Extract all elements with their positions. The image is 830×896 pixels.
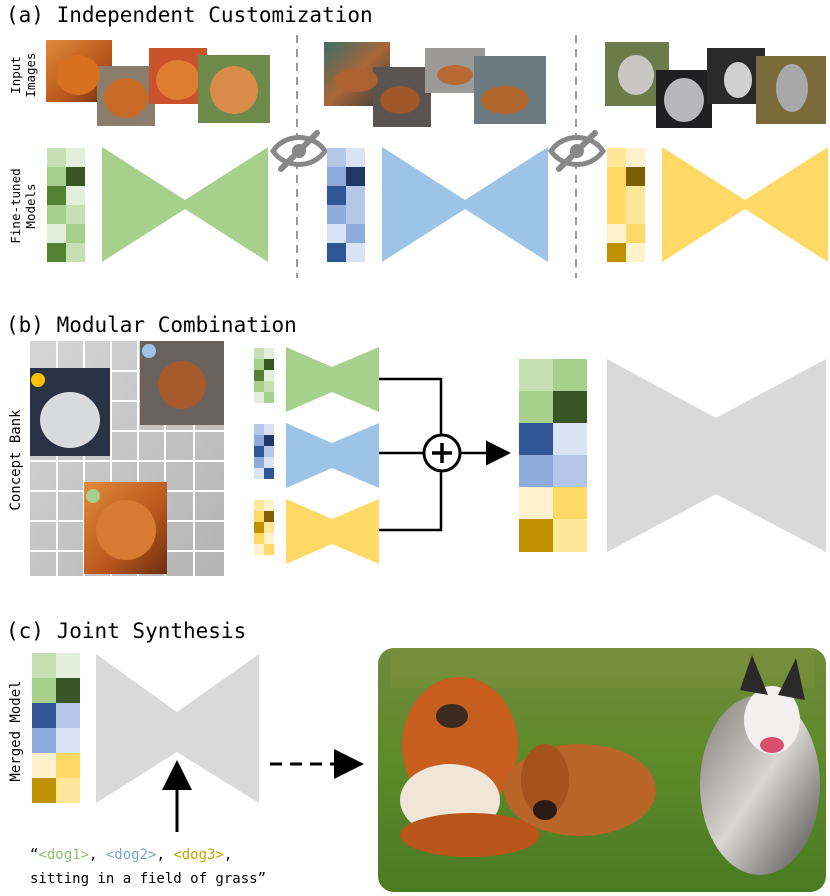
prompt-sep1: , [89,847,106,863]
input-images-label-line1: Input [8,56,23,94]
bank-marker-green [86,489,100,503]
small-model-green [286,347,379,412]
concept-bank-mosaic [30,341,224,576]
prompt-open-quote: “ [30,847,38,863]
input-images-dog1 [46,40,270,126]
merged-model-label: Merged Model [8,680,24,781]
merged-weights-b [519,359,587,552]
small-weights-yellow [254,500,274,555]
weights-grid-dog3 [607,148,645,262]
input-images-label-line2: Images [23,52,38,97]
hidden-eye-icon [269,130,329,172]
output-image [378,648,826,892]
prompt-sep3: , [224,847,232,863]
weights-grid-dog2 [327,148,365,262]
small-weights-green [254,348,274,403]
bank-marker-blue [142,344,156,358]
concept-bank-label: Concept Bank [8,409,24,511]
small-weights-blue [254,424,274,479]
section-c-title: (c) Joint Synthesis [6,619,246,643]
hidden-eye-icon [547,130,607,172]
prompt-token-dog2: <dog2> [106,847,157,863]
merged-model-b [607,359,826,552]
weights-grid-dog1 [47,148,85,262]
prompt-line1: “<dog1>, <dog2>, <dog3>, [30,847,232,863]
fine-tuned-label-line1: Fine-tuned [8,168,23,243]
prompt-token-dog1: <dog1> [38,847,89,863]
model-dog3 [662,147,828,262]
input-images-dog2 [324,42,546,127]
model-dog2 [382,147,548,262]
section-a-title: (a) Independent Customization [6,3,373,27]
merged-model-c [96,654,259,803]
fine-tuned-label-line2: Models [23,183,38,228]
merged-weights-c [32,653,80,803]
prompt-token-dog3: <dog3> [173,847,224,863]
plus-circle-icon [422,433,462,473]
small-model-yellow [286,499,379,564]
prompt-sep2: , [156,847,173,863]
prompt-line2: sitting in a field of grass” [30,871,266,887]
merge-connectors [379,377,443,532]
input-images-dog3 [605,42,826,128]
bank-marker-yellow [31,373,45,387]
small-model-blue [286,423,379,488]
section-b-title: (b) Modular Combination [6,313,297,337]
